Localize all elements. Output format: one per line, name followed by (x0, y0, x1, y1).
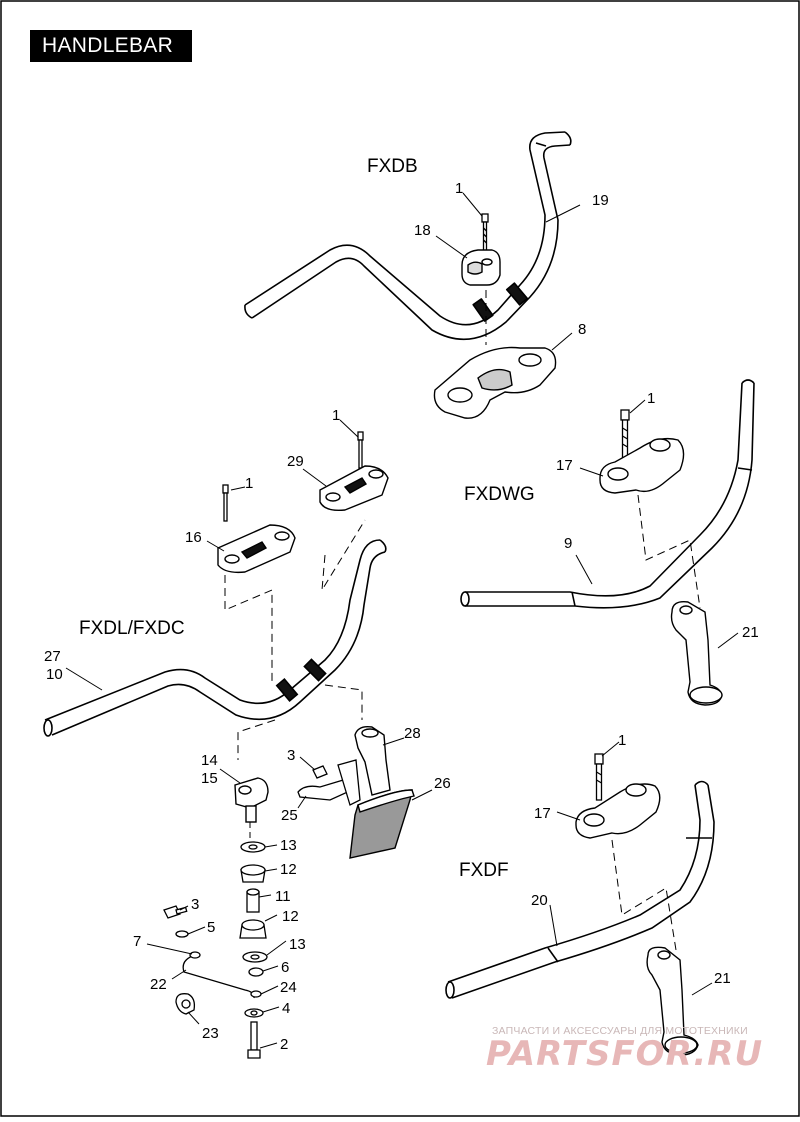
knurl-band-l (275, 677, 299, 703)
callout-15: 15 (201, 770, 218, 787)
handlebar-fxdf (445, 780, 715, 999)
clamp-29 (319, 465, 389, 512)
clamp-17-fxdwg (599, 437, 685, 494)
clip-23 (175, 993, 196, 1015)
bolt-fxdl-top (357, 431, 364, 469)
model-label-fxdl-fxdc: FXDL/FXDC (79, 618, 185, 639)
callout-3: 3 (287, 747, 295, 764)
handlebar-fxdwg (460, 379, 755, 609)
callout-11: 11 (275, 888, 291, 905)
callout-28: 28 (404, 725, 421, 742)
fxdl-guide-lines (224, 519, 366, 760)
callout-19: 19 (592, 192, 609, 209)
handlebar-fxdb (244, 131, 572, 341)
callout-1: 1 (245, 475, 253, 492)
callout-17: 17 (534, 805, 551, 822)
callout-29: 29 (287, 453, 304, 470)
knurl-band-r (303, 658, 327, 682)
callout-13: 13 (280, 837, 297, 854)
callout-21: 21 (714, 970, 731, 987)
callout-23: 23 (202, 1025, 219, 1042)
callout-20: 20 (531, 892, 548, 909)
callout-22: 22 (150, 976, 167, 993)
knurl-band-right (505, 282, 529, 306)
riser-14-15 (234, 777, 269, 823)
bolt-fxdl-left (222, 484, 229, 522)
bushing-stack (239, 841, 268, 1059)
clamp-18 (461, 249, 501, 286)
callouts: 1 19 18 8 1 1 29 17 1 16 9 21 27 10 28 1… (44, 180, 759, 1053)
callout-1: 1 (332, 407, 340, 424)
callout-9: 9 (564, 535, 572, 552)
riser-21-fxdwg (670, 601, 723, 706)
callout-7: 7 (133, 933, 141, 950)
callout-1: 1 (647, 390, 655, 407)
callout-24: 24 (280, 979, 297, 996)
bolt-fxdf (594, 753, 604, 801)
diagram-title: HANDLEBAR (30, 30, 192, 62)
leader-lines (65, 192, 739, 1049)
riser-8 (433, 346, 557, 419)
callout-8: 8 (578, 321, 586, 338)
watermark-logo: PARTSFOR.RU (486, 1034, 764, 1074)
watermark-tagline: ЗАПЧАСТИ И АКСЕССУАРЫ ДЛЯ МОТОТЕХНИКИ (492, 1025, 748, 1037)
callout-27: 27 (44, 648, 61, 665)
clamp-17-fxdf (575, 783, 661, 839)
bracket-25 (297, 759, 361, 806)
model-label-fxdwg: FXDWG (464, 484, 535, 505)
callout-26: 26 (434, 775, 451, 792)
callout-12: 12 (282, 908, 299, 925)
model-label-fxdf: FXDF (459, 860, 509, 881)
bolt-fxdb (481, 213, 489, 263)
callout-1: 1 (618, 732, 626, 749)
callout-6: 6 (281, 959, 289, 976)
callout-10: 10 (46, 666, 63, 683)
callout-2: 2 (280, 1036, 288, 1053)
callout-5: 5 (207, 919, 215, 936)
bolt-fxdwg (620, 409, 630, 461)
ground-strap (182, 951, 262, 999)
model-label-fxdb: FXDB (367, 156, 418, 177)
riser-21-fxdf (646, 946, 699, 1056)
callout-4: 4 (282, 1000, 290, 1017)
handlebar-fxdl (43, 539, 387, 737)
callout-21: 21 (742, 624, 759, 641)
knurl-band-left (472, 298, 494, 322)
callout-16: 16 (185, 529, 202, 546)
clamp-16 (217, 524, 296, 574)
callout-12: 12 (280, 861, 297, 878)
callout-17: 17 (556, 457, 573, 474)
callout-18: 18 (414, 222, 431, 239)
riser-28 (354, 725, 391, 796)
callout-14: 14 (201, 752, 218, 769)
callout-25: 25 (281, 807, 298, 824)
bolt-3-lower (163, 905, 189, 938)
cover-26 (349, 789, 415, 859)
callout-3: 3 (191, 896, 199, 913)
callout-1: 1 (455, 180, 463, 197)
callout-13: 13 (289, 936, 306, 953)
